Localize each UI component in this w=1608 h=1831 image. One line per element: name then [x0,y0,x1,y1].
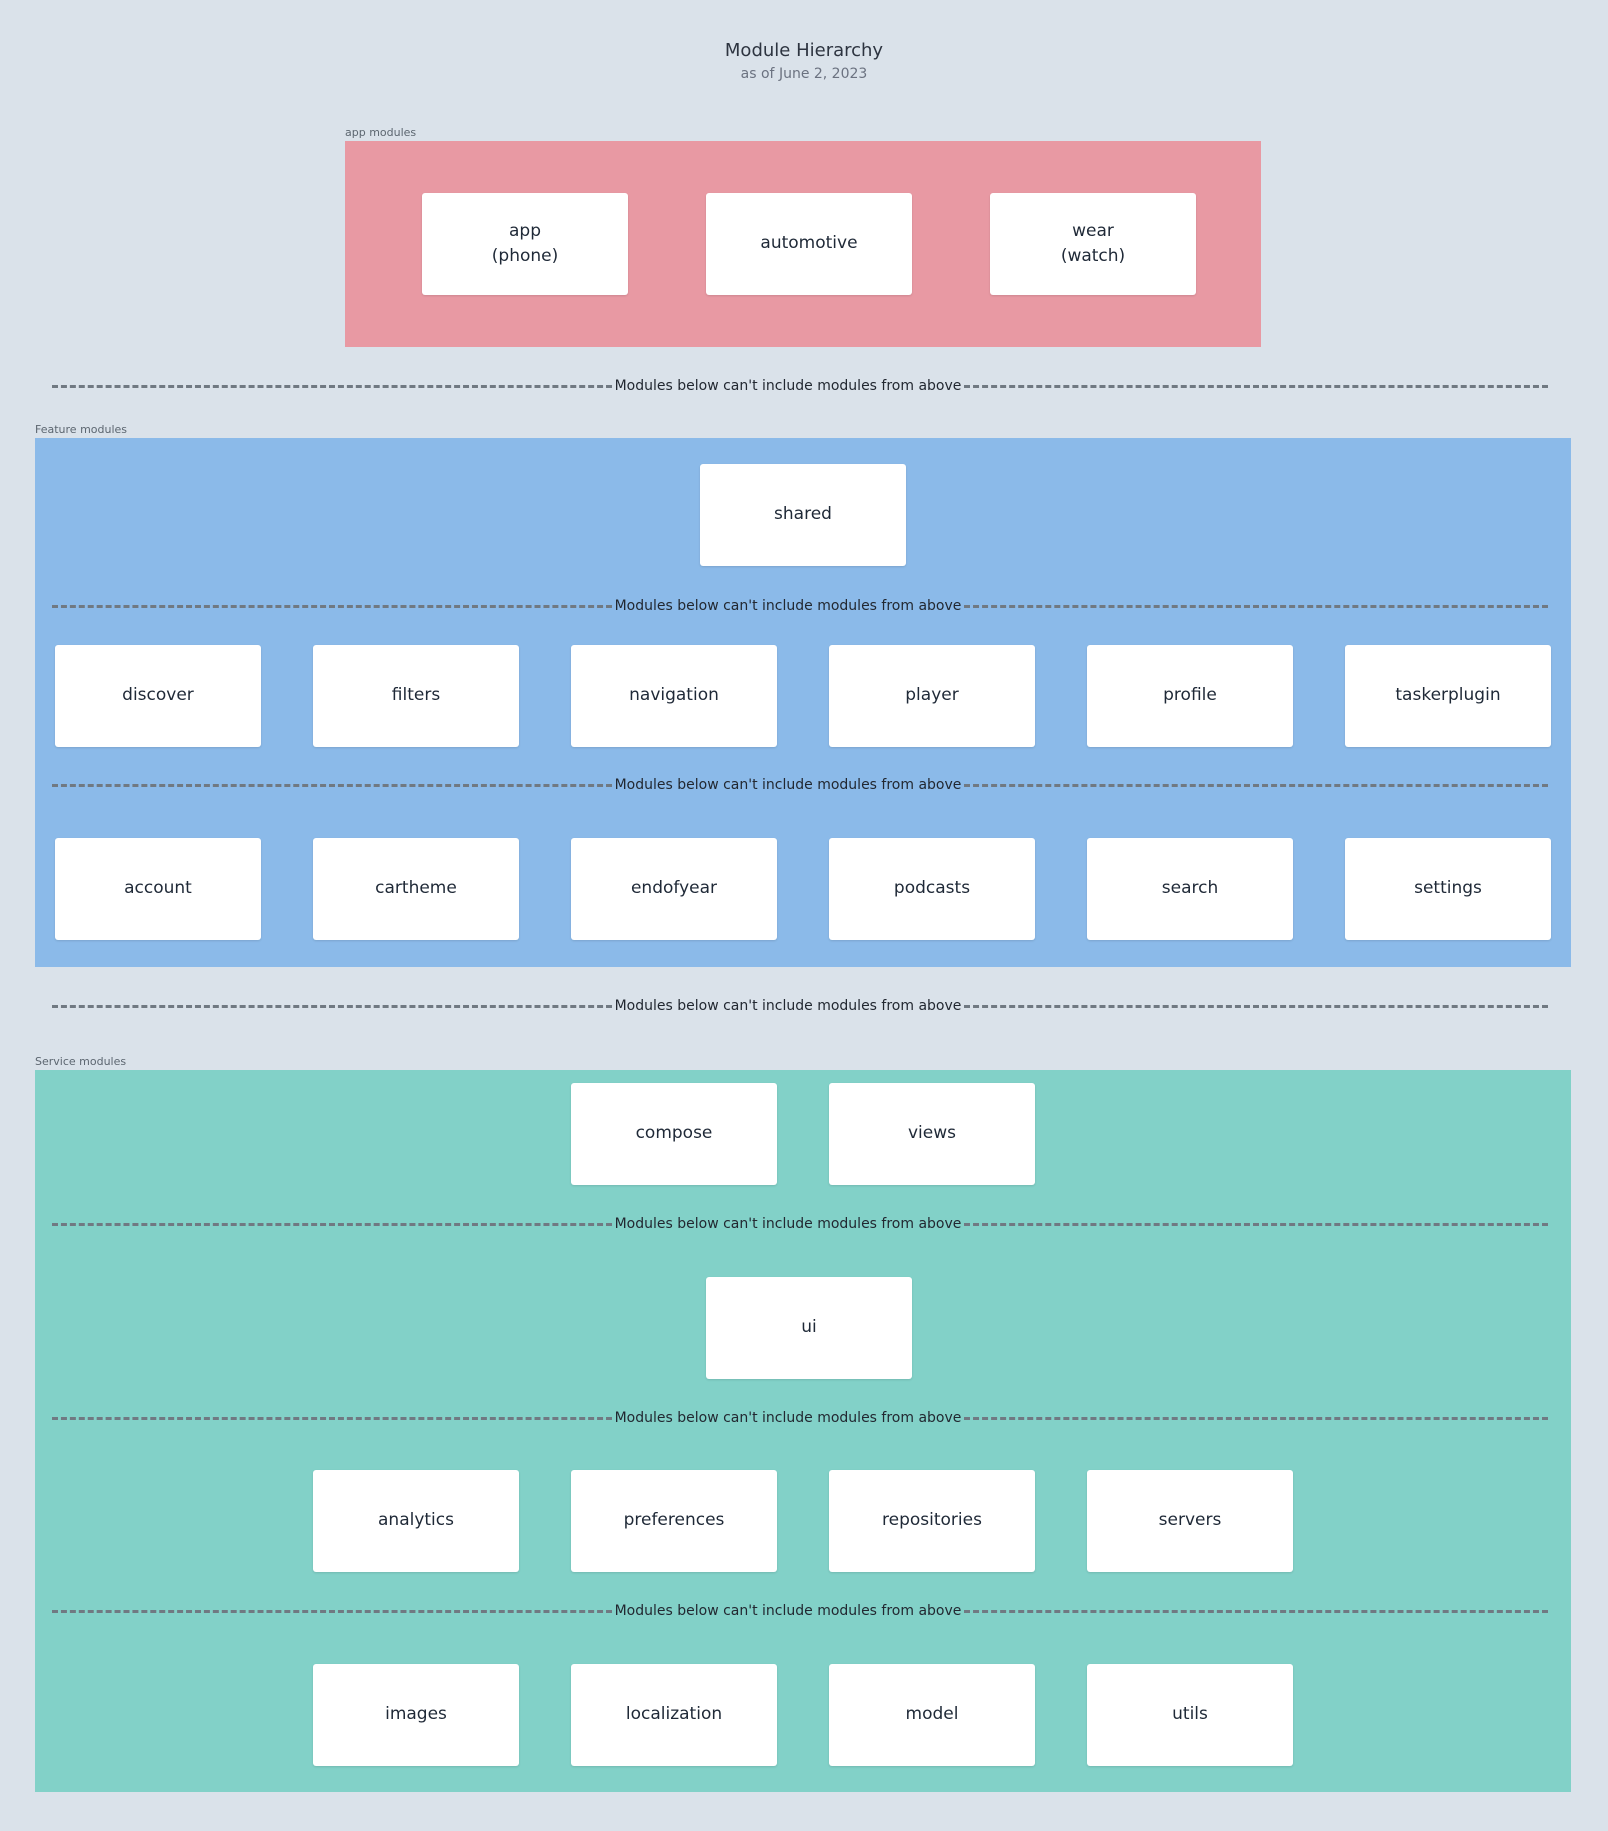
dependency-divider: Modules below can't include modules from… [52,996,1548,1016]
divider-dash-right [964,1417,1548,1420]
divider-text: Modules below can't include modules from… [614,777,962,793]
module-podcasts[interactable]: podcasts [829,838,1035,940]
module-filters[interactable]: filters [313,645,519,747]
module-compose[interactable]: compose [571,1083,777,1185]
divider-dash-left [52,1223,612,1226]
module-model[interactable]: model [829,1664,1035,1766]
service-modules-label: Service modules [35,1055,127,1068]
module-player[interactable]: player [829,645,1035,747]
app-modules-label: app modules [345,126,417,139]
module-wear-watch[interactable]: wear (watch) [990,193,1196,295]
divider-dash-right [964,784,1548,787]
divider-text: Modules below can't include modules from… [614,1603,962,1619]
module-cartheme[interactable]: cartheme [313,838,519,940]
module-automotive[interactable]: automotive [706,193,912,295]
divider-dash-right [964,1223,1548,1226]
divider-dash-right [964,605,1548,608]
module-localization[interactable]: localization [571,1664,777,1766]
module-repositories[interactable]: repositories [829,1470,1035,1572]
module-account[interactable]: account [55,838,261,940]
dependency-divider: Modules below can't include modules from… [52,1601,1548,1621]
dependency-divider: Modules below can't include modules from… [52,775,1548,795]
dependency-divider: Modules below can't include modules from… [52,1408,1548,1428]
diagram-subtitle: as of June 2, 2023 [740,66,868,82]
divider-text: Modules below can't include modules from… [614,378,962,394]
service-modules-group: compose views Modules below can't includ… [35,1070,1571,1792]
divider-dash-left [52,1005,612,1008]
diagram-title: Module Hierarchy [724,40,884,61]
module-search[interactable]: search [1087,838,1293,940]
module-servers[interactable]: servers [1087,1470,1293,1572]
module-app-phone[interactable]: app (phone) [422,193,628,295]
module-navigation[interactable]: navigation [571,645,777,747]
module-endofyear[interactable]: endofyear [571,838,777,940]
dependency-divider: Modules below can't include modules from… [52,596,1548,616]
feature-modules-label: Feature modules [35,423,128,436]
dependency-divider: Modules below can't include modules from… [52,1214,1548,1234]
module-profile[interactable]: profile [1087,645,1293,747]
module-utils[interactable]: utils [1087,1664,1293,1766]
divider-dash-left [52,385,612,388]
module-settings[interactable]: settings [1345,838,1551,940]
app-modules-group: app (phone) automotive wear (watch) [345,141,1261,347]
module-analytics[interactable]: analytics [313,1470,519,1572]
module-discover[interactable]: discover [55,645,261,747]
dependency-divider: Modules below can't include modules from… [52,376,1548,396]
divider-text: Modules below can't include modules from… [614,1216,962,1232]
divider-text: Modules below can't include modules from… [614,598,962,614]
module-preferences[interactable]: preferences [571,1470,777,1572]
divider-dash-right [964,1005,1548,1008]
divider-text: Modules below can't include modules from… [614,998,962,1014]
divider-text: Modules below can't include modules from… [614,1410,962,1426]
module-ui[interactable]: ui [706,1277,912,1379]
divider-dash-right [964,1610,1548,1613]
module-images[interactable]: images [313,1664,519,1766]
feature-modules-group: shared Modules below can't include modul… [35,438,1571,967]
divider-dash-left [52,1610,612,1613]
divider-dash-right [964,385,1548,388]
module-views[interactable]: views [829,1083,1035,1185]
divider-dash-left [52,784,612,787]
module-taskerplugin[interactable]: taskerplugin [1345,645,1551,747]
module-shared[interactable]: shared [700,464,906,566]
divider-dash-left [52,1417,612,1420]
divider-dash-left [52,605,612,608]
